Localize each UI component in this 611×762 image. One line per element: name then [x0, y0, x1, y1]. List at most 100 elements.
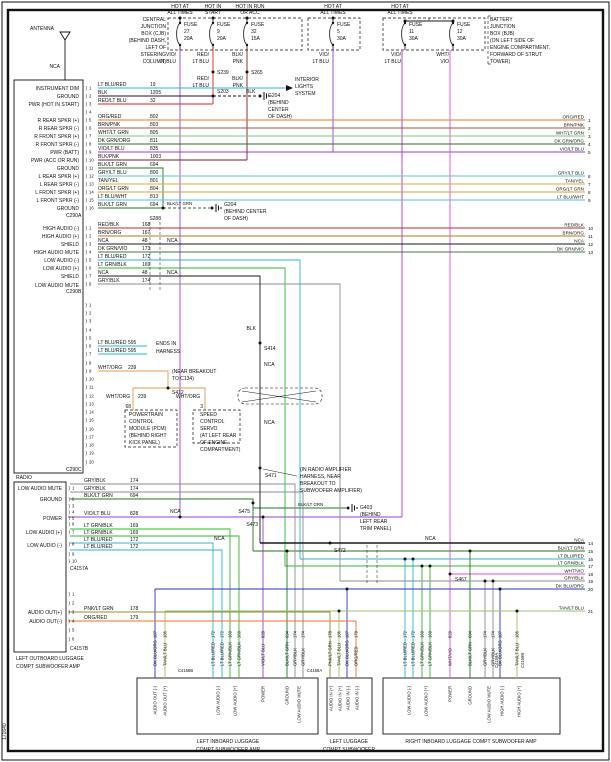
pin-mark: ) — [69, 601, 71, 606]
label: COMPT SUBWOOFER AMP — [16, 664, 81, 670]
label: WHT/ORG — [106, 394, 130, 400]
pin-mark: ) — [69, 530, 71, 535]
pin-function-label: AUDIO IN (+) — [328, 685, 333, 711]
c290c-pins-number: 8 — [89, 361, 92, 366]
wire — [70, 491, 304, 678]
pin-mark: ) — [86, 198, 88, 203]
label: LT BLU/RED — [98, 340, 127, 346]
label: ENGINE COMPARTMENT, — [490, 45, 550, 51]
edge-wire-name: NCA — [574, 238, 585, 243]
c4157b-pins-number: 3 — [72, 610, 75, 615]
splice-dot — [178, 16, 182, 20]
label: L REAR SPKR (-) — [40, 182, 80, 188]
component-right-inboard-amp: RIGHT INBOARD LUGGAGE COMPT SUBWOOFER AM… — [405, 739, 537, 745]
label: LT GRN/BLK — [84, 523, 113, 529]
pin-mark: ) — [69, 592, 71, 597]
pin-function-label: HIGH AUDIO (-) — [499, 685, 504, 716]
splice-dot — [468, 549, 472, 553]
drop-wire-name: TAN/LT BLU — [162, 643, 167, 666]
pin-mark: ) — [86, 352, 88, 357]
c4157a-pins-number: 4 — [72, 510, 75, 515]
wire — [98, 370, 169, 388]
fuse-icon — [449, 22, 454, 46]
pin-mark: ) — [86, 250, 88, 255]
bjb-fuse-box-2 — [382, 17, 486, 51]
label: ORG/RED — [98, 114, 122, 120]
label: 174 — [130, 478, 139, 484]
drop-wire-name: ORG/RED — [353, 646, 358, 666]
edge-wire-name: GRY/LT BLU — [558, 170, 584, 175]
right-inboard-amp-box — [382, 677, 561, 735]
label: NCA — [214, 536, 225, 542]
label: TOWER) — [490, 59, 511, 65]
drop-wire-number: 169 — [236, 630, 241, 638]
pin-function-label: AUDIO IN (-) — [345, 685, 350, 710]
label: DK GRN/VIO — [98, 246, 128, 252]
edge-wire-name: NCA — [574, 537, 585, 542]
splice-dot — [448, 572, 452, 576]
left-outboard-amp-box — [13, 481, 67, 653]
c4157b-pins-number: 4 — [72, 619, 75, 624]
drop-wire-name: BLK/LT GRN — [284, 642, 289, 666]
wire — [68, 611, 331, 678]
label: STEERING — [140, 52, 166, 58]
label: HOT IN — [205, 4, 222, 10]
label: FUSE — [217, 22, 231, 28]
edge-wire-number: 3 — [588, 134, 591, 139]
pin-mark: ) — [86, 451, 88, 456]
drop-wire-number: 187 — [152, 630, 157, 638]
label: (IN RADIO AMPLIFIER — [300, 467, 352, 473]
label: RED/LT BLU — [98, 98, 127, 104]
splice-s467: S467 — [455, 577, 467, 583]
label: LT BLU/RED — [84, 544, 113, 550]
label: KICK PANEL) — [129, 440, 160, 446]
label: 32 — [251, 29, 257, 35]
splice-dot — [285, 549, 289, 553]
pin-mark: ) — [86, 274, 88, 279]
c290c-pins-number: 5 — [89, 336, 92, 341]
wire — [98, 275, 261, 543]
label: 813 — [150, 194, 159, 200]
label: NCA — [49, 64, 60, 70]
c290c-pins-number: 19 — [89, 451, 94, 456]
label: LT GRN/BLK — [84, 530, 113, 536]
label: 20A — [217, 36, 227, 42]
label: SHIELD — [61, 274, 79, 280]
label: INTERIOR — [295, 77, 319, 83]
splice-dot — [258, 466, 262, 470]
label: 30A — [409, 36, 419, 42]
splice-dot — [491, 579, 495, 583]
twisted-pair-symbol — [237, 387, 323, 405]
pin-mark: ) — [86, 206, 88, 211]
pin-mark: ) — [69, 542, 71, 547]
c4157a-pins-number: 10 — [72, 559, 77, 564]
label: ALL TIMES — [387, 10, 413, 16]
label: GRY/BLK — [98, 278, 120, 284]
c290b-pins-number: 4 — [89, 250, 92, 255]
pin-mark: ) — [86, 126, 88, 131]
label: R REAR SPKR (-) — [39, 126, 80, 132]
label: POWER — [43, 516, 62, 522]
wire — [98, 283, 341, 581]
drop-wire-name: LT BLU/RED — [219, 642, 224, 666]
edge-wire-number: 9 — [588, 198, 591, 203]
drop-wire-number: 829 — [447, 630, 452, 638]
fuse-terminal — [211, 21, 215, 25]
label: 15A — [251, 36, 261, 42]
edge-wire-number: 17 — [588, 564, 594, 569]
c290c-pins-number: 7 — [89, 352, 92, 357]
label: BLK — [247, 326, 257, 332]
label: BRN/PNK — [98, 122, 121, 128]
splice-s475: S475 — [238, 509, 250, 515]
pin-mark: ) — [86, 369, 88, 374]
label: NCA — [425, 536, 436, 542]
pin-mark: ) — [86, 94, 88, 99]
pin-mark: ) — [86, 410, 88, 415]
edge-wire-name: LT BLU/WHT — [557, 194, 584, 199]
label: 694 — [150, 202, 159, 208]
ground-g204-2: G204 — [224, 202, 236, 208]
label: LT BLU — [160, 59, 177, 65]
wire — [70, 483, 296, 678]
